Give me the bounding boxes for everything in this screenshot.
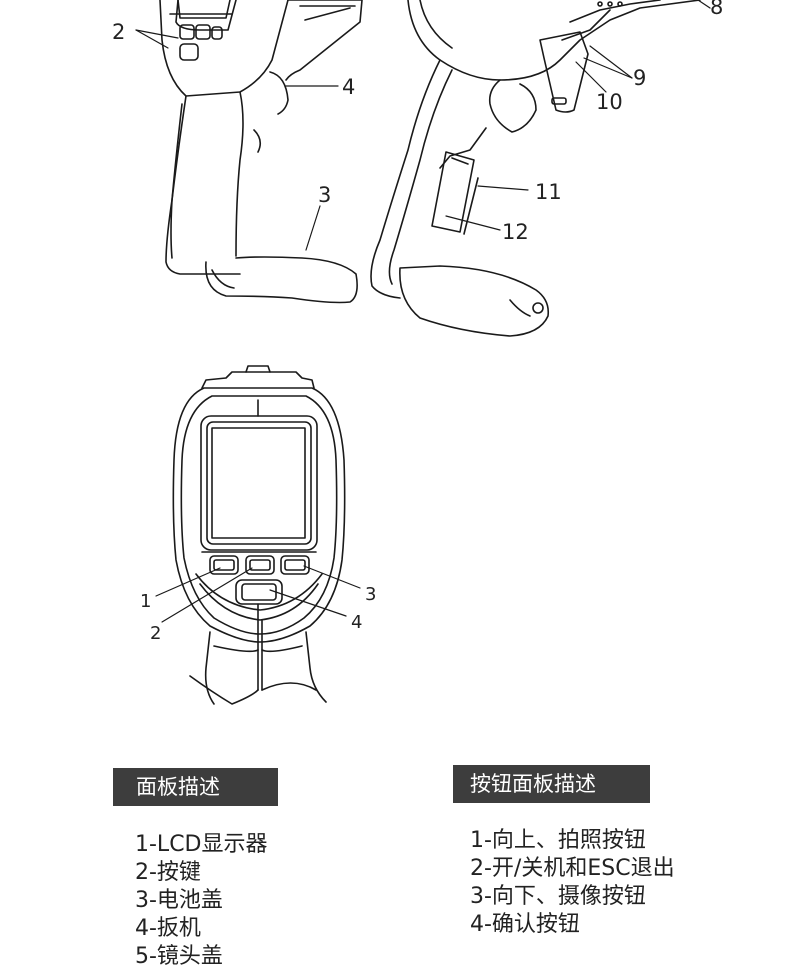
panel-description-header: 面板描述 bbox=[113, 768, 278, 806]
callout-11-top: 11 bbox=[535, 180, 562, 204]
callout-3-front: 3 bbox=[365, 584, 376, 605]
list-item: 1-向上、拍照按钮 bbox=[470, 828, 646, 853]
list-item: 1-LCD显示器 bbox=[135, 832, 268, 857]
list-item: 2-开/关机和ESC退出 bbox=[470, 856, 675, 881]
list-item: 3-电池盖 bbox=[135, 888, 223, 913]
list-item: 4-确认按钮 bbox=[470, 912, 580, 937]
list-item: 2-按键 bbox=[135, 860, 201, 885]
callout-12-top: 12 bbox=[502, 220, 529, 244]
device-diagram: 2 4 3 8 9 10 11 12 1 2 3 4 bbox=[112, 0, 723, 705]
list-item: 5-镜头盖 bbox=[135, 944, 223, 969]
device-side-view-right bbox=[370, 0, 701, 337]
callout-8-top: 8 bbox=[710, 0, 723, 19]
button-panel-description-list: 1-向上、拍照按钮 2-开/关机和ESC退出 3-向下、摄像按钮 4-确认按钮 bbox=[470, 827, 675, 939]
list-item: 4-扳机 bbox=[135, 916, 201, 941]
callout-3-top: 3 bbox=[318, 183, 331, 207]
device-front-view bbox=[172, 365, 346, 705]
callout-4-front: 4 bbox=[351, 612, 362, 633]
panel-description-list: 1-LCD显示器 2-按键 3-电池盖 4-扳机 5-镜头盖 bbox=[135, 831, 268, 971]
callout-2-top: 2 bbox=[112, 20, 125, 44]
callout-9-top: 9 bbox=[633, 66, 646, 90]
callout-1-front: 1 bbox=[140, 591, 151, 612]
callout-4-top: 4 bbox=[342, 75, 355, 99]
device-side-view-left bbox=[159, 0, 363, 304]
button-panel-description-header: 按钮面板描述 bbox=[453, 765, 650, 803]
callout-10-top: 10 bbox=[596, 90, 623, 114]
callout-2-front: 2 bbox=[150, 623, 161, 644]
list-item: 3-向下、摄像按钮 bbox=[470, 884, 646, 909]
